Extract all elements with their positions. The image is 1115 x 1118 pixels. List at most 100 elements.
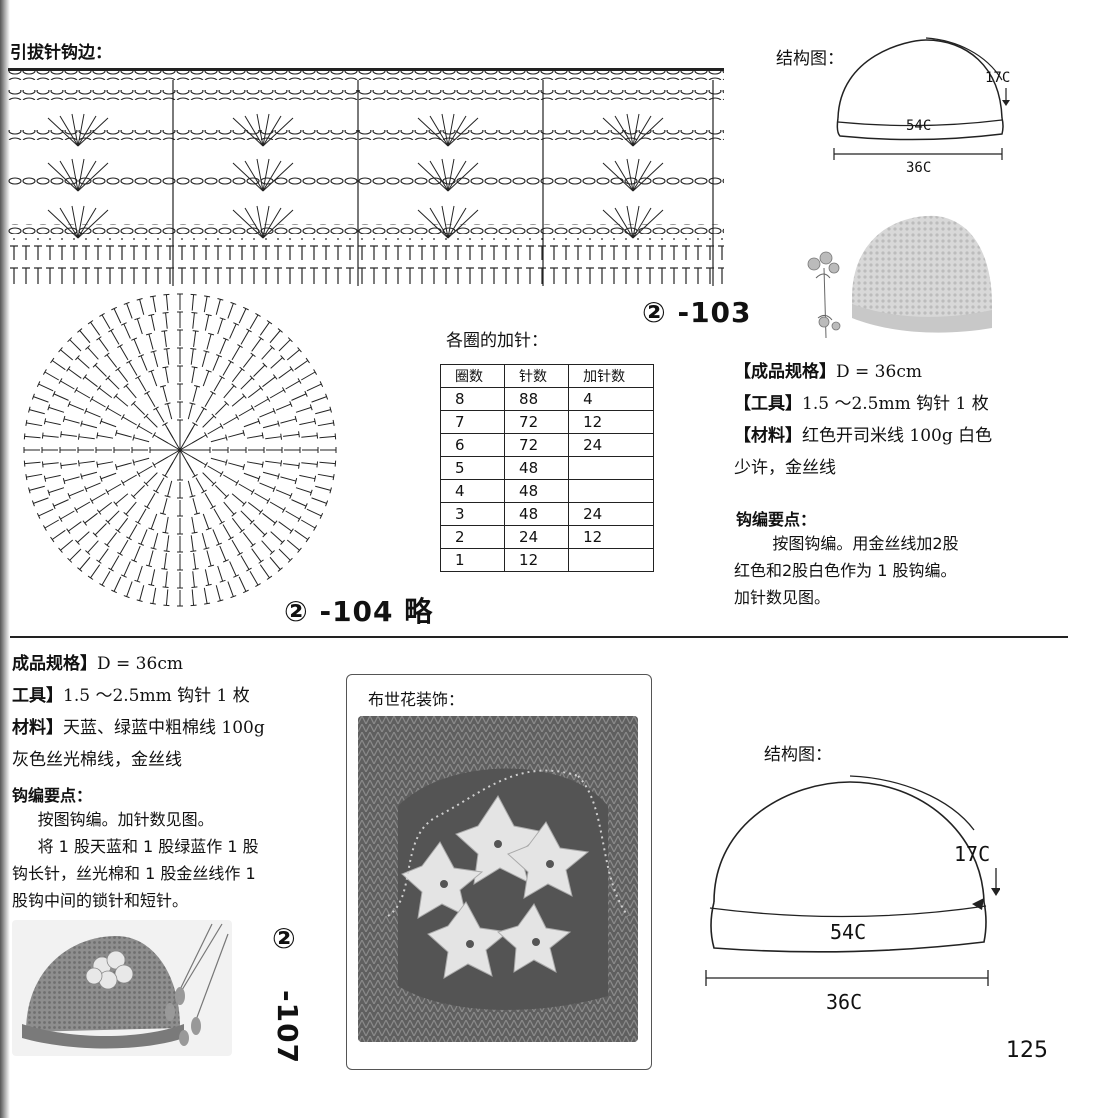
crown-chart-stitch-top	[211, 481, 217, 487]
crown-chart-stitch-top	[228, 359, 234, 364]
spec-material-label: 材料】	[12, 718, 63, 738]
spec-size-value: D = 36cm	[97, 654, 183, 674]
crown-chart-stitch	[186, 461, 196, 477]
crown-chart-stitch	[206, 333, 212, 350]
crown-chart-stitch	[251, 548, 262, 562]
table-cell: 4	[568, 387, 654, 411]
crown-chart-stitch	[247, 501, 262, 513]
crown-chart-stitch	[60, 510, 75, 520]
table-cell: 48	[504, 456, 570, 480]
crown-chart-stitch	[261, 347, 273, 360]
crown-chart-stitch-top	[80, 473, 83, 480]
crown-chart-stitch-top	[84, 408, 88, 414]
crown-chart-stitch	[77, 357, 90, 369]
crown-chart-stitch-top	[272, 408, 276, 414]
crown-chart-stitch	[269, 556, 281, 570]
crown-chart-stitch	[167, 403, 173, 420]
crown-chart-stitch	[138, 425, 153, 435]
crown-chart-stitch-top	[123, 301, 130, 305]
crown-chart-stitch-top	[219, 317, 226, 321]
spec-block-bottom: 成品规格】D = 36cm 工具】1.5 ～2.5mm 钩针 1 枚 材料】天蓝…	[12, 648, 342, 776]
crown-chart-stitch	[240, 377, 253, 390]
crown-chart-stitch-top	[148, 369, 155, 373]
crown-chart-stitch-top	[277, 420, 280, 427]
crown-chart-stitch-top	[87, 575, 94, 580]
crown-chart-stitch-top	[62, 415, 66, 422]
crown-chart-stitch	[315, 485, 331, 491]
crown-chart-stitch-top	[258, 509, 264, 515]
crown-chart-stitch-top	[164, 495, 171, 498]
crown-chart-stitch	[106, 354, 118, 368]
crown-chart-stitch	[265, 460, 282, 464]
crown-chart-stitch-top	[117, 551, 123, 556]
crown-chart-stitch	[270, 357, 283, 369]
crown-chart-stitch-top	[74, 507, 79, 513]
crown-chart-stitch-top	[298, 462, 300, 469]
crown-chart-stitch	[280, 418, 297, 424]
crown-chart-stitch-top	[258, 336, 264, 341]
crown-chart-stitch-top	[144, 390, 150, 395]
crown-chart-stitch-top	[190, 347, 197, 350]
crown-chart-stitch	[301, 462, 318, 465]
crown-chart-stitch	[155, 477, 165, 492]
crown-chart-stitch-top	[261, 432, 264, 439]
crown-chart-stitch	[261, 540, 273, 553]
crown-chart-stitch-top	[43, 475, 47, 482]
crown-chart-stitch-top	[89, 396, 94, 402]
crown-chart-stitch	[164, 367, 169, 384]
crown-chart-stitch-top	[304, 390, 308, 397]
crown-chart-stitch	[294, 529, 309, 540]
crown-chart-stitch	[90, 321, 101, 336]
crown-chart-stitch	[286, 349, 300, 361]
crown-chart-stitch	[117, 368, 129, 383]
crown-chart-stitch-top	[205, 313, 212, 317]
crown-chart-stitch	[278, 548, 291, 561]
crown-chart-stitch	[269, 330, 281, 344]
crown-chart-stitch	[192, 571, 195, 588]
crown-chart-stitch-top	[217, 599, 224, 602]
crown-chart-stitch-top	[28, 406, 31, 413]
hat-photo-red	[796, 208, 996, 348]
crown-chart-stitch-top	[203, 547, 210, 550]
crown-chart-stitch	[191, 456, 207, 466]
crown-chart-stitch	[215, 299, 221, 315]
crown-chart-stitch	[68, 403, 85, 411]
crown-chart-stitch	[191, 434, 207, 444]
structure-diagram-bottom	[705, 775, 1000, 986]
crown-chart-stitch	[162, 386, 168, 402]
crown-chart-stitch-top	[191, 366, 198, 369]
crown-chart-stitch-top	[230, 301, 237, 305]
crown-chart-stitch-top	[219, 423, 224, 429]
crown-chart-stitch	[107, 377, 120, 390]
points-line: 红色和2股白色作为 1 股钩编。	[734, 561, 957, 580]
crown-chart-stitch	[275, 403, 292, 411]
crown-chart-stitch-top	[266, 396, 271, 402]
crown-chart-stitch	[85, 410, 101, 418]
crown-chart-stitch-top	[281, 507, 286, 513]
crown-chart-stitch-top	[105, 405, 110, 411]
hat-photo-blue	[12, 920, 232, 1056]
crown-chart-stitch	[210, 437, 227, 443]
crown-chart-stitch	[68, 368, 82, 379]
crown-chart-stitch-top	[269, 345, 275, 350]
crown-chart-stitch-top	[334, 460, 337, 467]
crown-chart-stitch-top	[120, 322, 127, 326]
crown-chart-stitch	[94, 364, 107, 377]
crown-chart-stitch-top	[242, 429, 246, 436]
crown-chart-stitch-top	[250, 489, 255, 495]
crown-chart-stitch	[204, 392, 214, 407]
crown-chart-stitch	[101, 314, 111, 330]
crown-chart-stitch	[319, 461, 336, 465]
crown-chart-stitch-top	[96, 336, 102, 341]
crown-chart-stitch-top	[130, 400, 136, 406]
crown-chart-stitch-top	[58, 516, 63, 522]
crown-chart-stitch-top	[233, 322, 240, 326]
crown-chart-stitch-top	[136, 599, 143, 602]
crown-chart-stitch	[231, 517, 243, 532]
pattern-107-circle: ②	[272, 922, 297, 955]
crown-chart-stitch-top	[115, 528, 121, 534]
crown-chart-stitch	[117, 517, 129, 532]
crown-chart-stitch-top	[219, 471, 224, 477]
